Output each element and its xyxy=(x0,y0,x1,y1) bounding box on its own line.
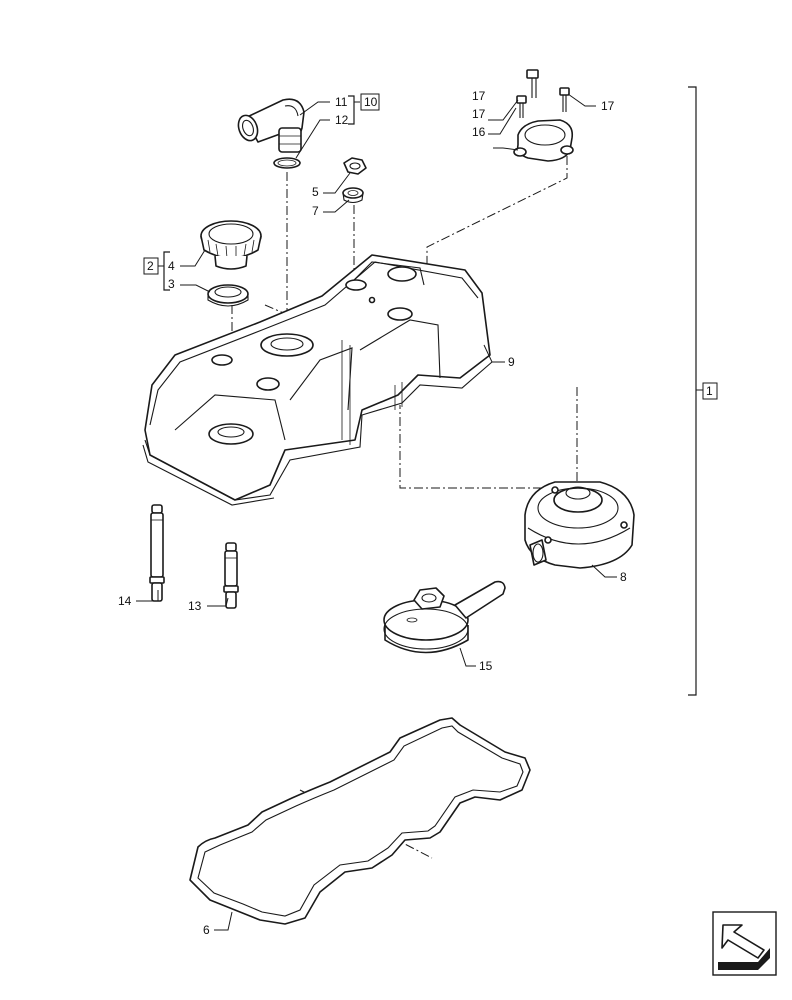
callout-labels: 11 12 10 17 17 16 17 5 7 2 4 3 9 1 8 15 … xyxy=(118,89,718,937)
kit-bracket-2 xyxy=(163,251,170,291)
callout-12: 12 xyxy=(335,113,349,127)
kit-bracket-10 xyxy=(348,95,355,125)
callout-17-top: 17 xyxy=(472,89,486,103)
stud-parts xyxy=(149,504,239,609)
callout-4: 4 xyxy=(168,259,175,273)
callout-10: 10 xyxy=(364,95,378,109)
callout-6: 6 xyxy=(203,923,210,937)
callout-8: 8 xyxy=(620,570,627,584)
kit-bracket-1 xyxy=(688,86,697,696)
callout-16: 16 xyxy=(472,125,486,139)
nut-washer-part xyxy=(342,157,367,204)
callout-9: 9 xyxy=(508,355,515,369)
callout-5: 5 xyxy=(312,185,319,199)
callout-3: 3 xyxy=(168,277,175,291)
gasket-part xyxy=(189,717,531,925)
breather-cap-part xyxy=(383,580,506,654)
callout-10-box xyxy=(360,93,380,111)
callout-14: 14 xyxy=(118,594,132,608)
callout-2: 2 xyxy=(147,259,154,273)
arrow-next-page-icon[interactable] xyxy=(712,911,777,976)
callout-17-right: 17 xyxy=(601,99,615,113)
callout-7: 7 xyxy=(312,204,319,218)
callout-11: 11 xyxy=(335,95,348,109)
filler-cap-part xyxy=(200,220,262,307)
breather-housing-part xyxy=(513,69,574,162)
elbow-tube-part xyxy=(237,98,305,169)
callout-17-mid: 17 xyxy=(472,107,486,121)
callout-13: 13 xyxy=(188,599,202,613)
leader-lines xyxy=(136,93,617,931)
callout-15: 15 xyxy=(479,659,493,673)
callout-1-box xyxy=(702,382,718,400)
separator-part xyxy=(524,481,635,569)
callout-1: 1 xyxy=(706,384,713,398)
callout-2-box xyxy=(143,257,159,275)
rocker-cover-part xyxy=(142,254,493,506)
